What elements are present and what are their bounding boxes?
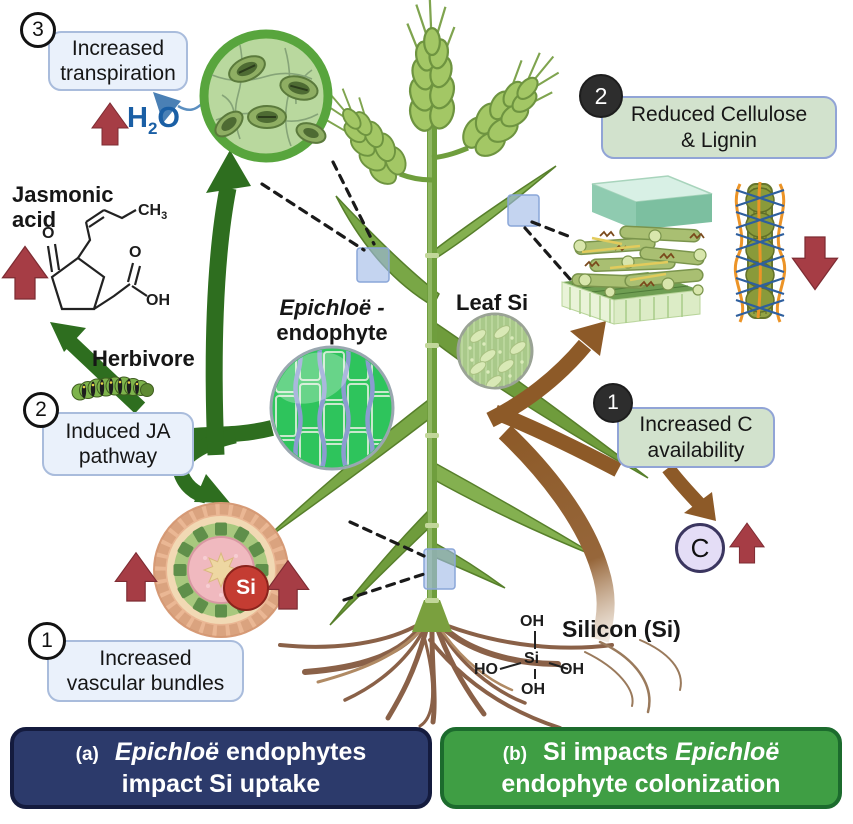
arrowhead-to-cellwall — [570, 321, 606, 356]
panel-b-tag: (b) — [502, 744, 528, 765]
carbon-circle: C — [675, 523, 725, 573]
jasmonic-acid-label: Jasmonic acid — [12, 182, 114, 232]
c-up-arrow — [729, 522, 765, 564]
step-1-right-badge: 1 — [593, 383, 633, 423]
root-system — [278, 624, 682, 730]
cell-wall-inset — [561, 175, 713, 325]
ja-ketone-o-label: O — [42, 225, 55, 242]
root-cross-section-inset — [153, 502, 289, 638]
lignin-down-arrow — [791, 236, 839, 291]
silicic-ho-left-label: HO — [474, 661, 498, 678]
cellulose-fiber-inset — [733, 181, 787, 323]
silicic-si-label: Si — [524, 650, 540, 667]
h2o-label: H2O — [127, 102, 180, 138]
leaf-silica-inset — [456, 312, 534, 390]
herbivore-label: Herbivore — [92, 346, 195, 371]
h2o-arrowhead — [153, 92, 181, 123]
arrowhead-to-c — [684, 492, 716, 521]
silicic-oh-bottom-label: OH — [521, 681, 545, 698]
panel-a-tag: (a) — [75, 744, 99, 765]
hyphae-strands — [293, 349, 375, 467]
step-3-badge: 3 — [20, 12, 56, 48]
stomata-pores — [214, 55, 327, 144]
crosslink-strands — [735, 188, 785, 318]
si-circle: Si — [223, 565, 269, 611]
brown-arrows — [486, 321, 716, 643]
vascular-left-up-arrow — [114, 552, 158, 602]
endodermis-bumps — [173, 522, 269, 618]
wheat-plant-illustration — [261, 0, 682, 730]
leaf-sample-square-right — [507, 194, 540, 227]
stomata-inset — [199, 29, 333, 163]
jasmonic-acid-structure — [46, 208, 148, 311]
stem — [412, 112, 452, 632]
step-1-left-badge: 1 — [28, 622, 66, 660]
wheat-ears — [310, 0, 575, 195]
silicon-label: Silicon (Si) — [562, 616, 681, 642]
silicic-oh-top-label: OH — [520, 613, 544, 630]
step-2-right-badge: 2 — [579, 74, 623, 118]
silicic-acid-structure — [499, 631, 569, 679]
arrowhead-to-vascular — [194, 474, 230, 503]
green-arrows — [50, 150, 274, 504]
arrowhead-to-stomata — [206, 150, 251, 193]
arrow-herbivore-to-ja — [62, 334, 146, 414]
panel-a-banner: (a) Epichloë endophytes impact Si uptake — [10, 727, 432, 809]
step-2-left-badge: 2 — [23, 392, 59, 428]
caterpillar-icon — [71, 376, 154, 401]
endophyte-hyphae-inset — [269, 345, 395, 471]
ja-ch3-label: CH3 — [138, 202, 168, 223]
arrow-leafsi-to-c-box — [492, 405, 622, 477]
silica-bodies — [469, 325, 527, 387]
sample-highlight-squares — [356, 194, 540, 590]
dashed-connectors — [260, 160, 579, 602]
leaf-si-label: Leaf Si — [456, 290, 529, 315]
epichloe-endophyte-label: Epichloë - endophyte — [276, 295, 388, 346]
silicic-oh-right-label: OH — [560, 661, 584, 678]
ja-oh-label: OH — [146, 292, 170, 309]
leaves — [261, 165, 649, 626]
reduced-cellulose-lignin-box: Reduced Cellulose& Lignin — [601, 96, 837, 159]
stem-sample-square — [423, 548, 456, 590]
leaf-sample-square-left — [356, 247, 390, 283]
arrow-silicon-to-leafsi — [498, 425, 615, 643]
panel-b-banner: (b) Si impacts Epichloë endophyte coloni… — [440, 727, 842, 809]
h2o-up-arrow — [91, 102, 129, 146]
arrowhead-to-ja — [50, 322, 86, 352]
ja-carboxyl-o-label: O — [129, 244, 142, 261]
hemicellulose-strands — [581, 236, 669, 282]
arrow-box-to-c — [662, 463, 708, 512]
arrow-endophyte-to-stomata — [205, 186, 237, 456]
ja-up-arrow — [1, 245, 49, 300]
